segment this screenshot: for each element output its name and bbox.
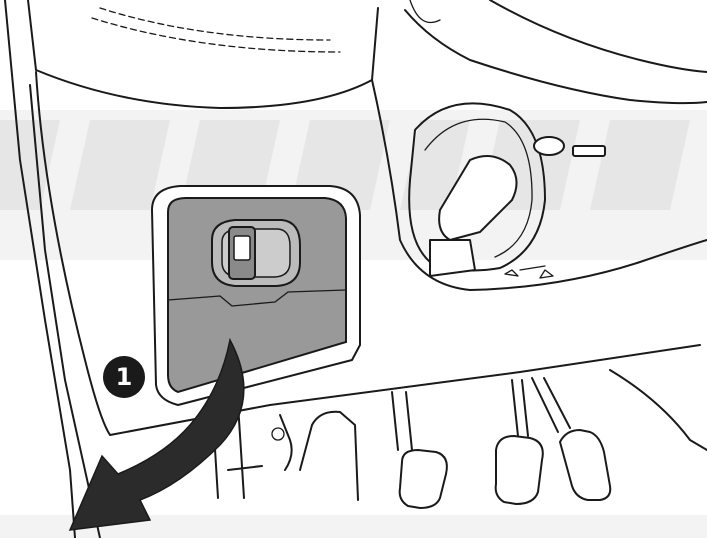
accelerator-pedal [532, 378, 610, 500]
round-switch [534, 137, 564, 155]
footwell-floor [610, 370, 707, 450]
bracket-bolt [272, 428, 284, 440]
steering-column-top [490, 0, 707, 72]
steering-column-upper [405, 10, 707, 103]
dashboard-upper-edge [28, 0, 378, 108]
center-tunnel [300, 412, 358, 500]
small-rect-switch [573, 146, 605, 156]
lever-base [430, 240, 475, 276]
brake-pedal [496, 380, 543, 504]
dashboard-stitch-line [100, 8, 330, 40]
cover-latch-knob-grip [234, 236, 250, 260]
step-marker-number: 1 [103, 356, 145, 398]
clutch-pedal [392, 392, 447, 508]
dashboard-stitch-line-2 [92, 18, 340, 52]
release-symbols [505, 266, 553, 278]
